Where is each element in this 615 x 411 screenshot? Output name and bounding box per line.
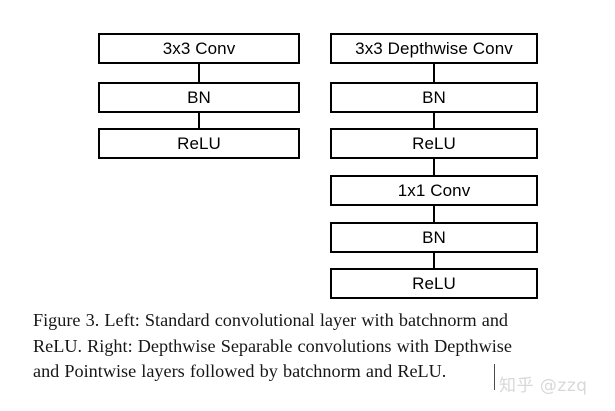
right-node-label: ReLU	[412, 134, 456, 153]
left-node-label: 3x3 Conv	[162, 39, 236, 58]
right-node-batchnorm-1: BN	[330, 82, 538, 113]
right-node-label: BN	[422, 228, 446, 247]
caption-line-1: Figure 3. Left: Standard convolutional l…	[33, 310, 509, 330]
left-node-label: BN	[187, 88, 211, 107]
left-connector-1	[198, 64, 200, 82]
right-connector-2	[433, 113, 435, 128]
right-node-depthwise-conv-3x3: 3x3 Depthwise Conv	[330, 33, 538, 64]
right-connector-5	[433, 253, 435, 268]
left-connector-2	[198, 113, 200, 128]
right-node-label: BN	[422, 88, 446, 107]
right-connector-1	[433, 64, 435, 82]
figure-caption: Figure 3. Left: Standard convolutional l…	[33, 308, 585, 385]
caption-line-2: ReLU. Right: Depthwise Separable convolu…	[33, 335, 512, 356]
right-node-conv-1x1: 1x1 Conv	[330, 175, 538, 206]
right-node-label: 3x3 Depthwise Conv	[355, 39, 513, 58]
right-node-relu-1: ReLU	[330, 128, 538, 159]
right-node-label: ReLU	[412, 274, 456, 293]
right-connector-3	[433, 159, 435, 175]
caption-line-3: and Pointwise layers followed by batchno…	[33, 361, 447, 381]
left-node-label: ReLU	[177, 134, 221, 153]
text-cursor-caret	[494, 364, 495, 390]
left-node-conv-3x3: 3x3 Conv	[98, 33, 300, 64]
watermark-zhihu: 知乎 @zzq	[499, 376, 588, 396]
left-node-batchnorm: BN	[98, 82, 300, 113]
left-node-relu: ReLU	[98, 128, 300, 159]
right-connector-4	[433, 206, 435, 222]
right-node-batchnorm-2: BN	[330, 222, 538, 253]
right-node-label: 1x1 Conv	[397, 181, 471, 200]
right-node-relu-2: ReLU	[330, 268, 538, 299]
